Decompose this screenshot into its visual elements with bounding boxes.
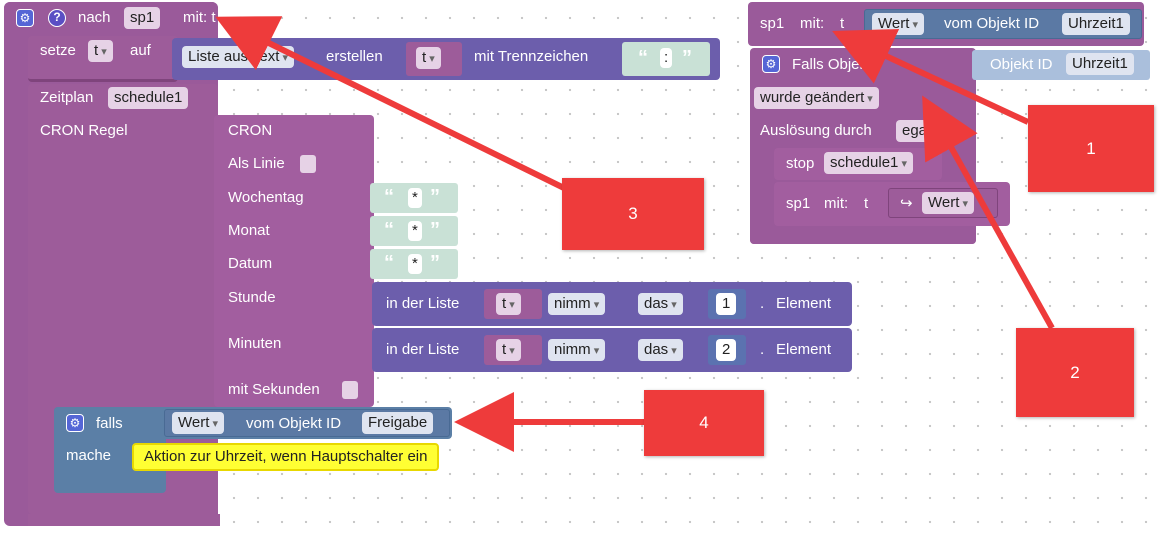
trigger-object-id-field[interactable]: Uhrzeit1 [1066, 53, 1134, 75]
set-label: setze [40, 42, 76, 59]
callout-3: 3 [562, 178, 704, 250]
list-var-dropdown[interactable]: t [416, 47, 441, 69]
trigger-value-dropdown[interactable]: Wert [922, 192, 974, 214]
as-line-checkbox[interactable] [300, 155, 316, 173]
function-params-label: mit: t [183, 9, 216, 26]
cron-rule-label: CRON Regel [40, 122, 128, 139]
seconds-label: mit Sekunden [228, 381, 320, 398]
dot-label: . [760, 341, 765, 358]
object-id-label: Objekt ID [990, 56, 1053, 73]
function-header[interactable] [4, 2, 218, 36]
gear-icon[interactable]: ⚙ [16, 9, 34, 27]
schedule-label: Zeitplan [40, 89, 94, 106]
function-prefix-label: nach [78, 9, 111, 26]
index-field[interactable]: 2 [716, 339, 737, 361]
minutes-label: Minuten [228, 335, 282, 352]
object-id-field[interactable]: Freigabe [362, 412, 434, 434]
of-object-label: vom Objekt ID [944, 15, 1040, 32]
hour-label: Stunde [228, 289, 276, 306]
quote-open-icon: “ [384, 252, 394, 274]
the-dropdown[interactable]: das [638, 339, 683, 361]
comment-block[interactable]: Aktion zur Uhrzeit, wenn Hauptschalter e… [132, 443, 440, 471]
changed-dropdown[interactable]: wurde geändert [754, 87, 879, 109]
gear-icon[interactable]: ⚙ [762, 55, 780, 73]
the-dropdown[interactable]: das [638, 293, 683, 315]
of-object-label: vom Objekt ID [246, 415, 342, 432]
date-label: Datum [228, 255, 273, 272]
list-get-minute-var-dropdown[interactable]: t [496, 339, 521, 361]
quote-open-icon: “ [384, 186, 394, 208]
value-dropdown[interactable]: Wert [872, 13, 924, 35]
function-name-field[interactable]: sp1 [124, 7, 161, 29]
separator-label: mit Trennzeichen [474, 48, 589, 65]
element-label: Element [776, 341, 832, 358]
take-dropdown[interactable]: nimm [548, 293, 606, 315]
create-label: erstellen [326, 48, 383, 65]
as-line-label: Als Linie [228, 155, 285, 172]
set-to-label: auf [130, 42, 151, 59]
trigger-by-dropdown[interactable]: egal [896, 120, 945, 142]
list-from-text-dropdown[interactable]: Liste aus Text [182, 46, 295, 68]
trigger-footer [750, 232, 976, 244]
quote-open-icon: “ [384, 219, 394, 241]
set-variable-dropdown[interactable]: t [88, 40, 113, 62]
stop-target-dropdown[interactable]: schedule1 [824, 152, 913, 174]
call-param-label: t [840, 15, 845, 32]
weekday-label: Wochentag [228, 189, 304, 206]
in-list-label: in der Liste [386, 295, 460, 312]
call-params-label: mit: [800, 15, 825, 32]
callout-4: 4 [644, 390, 764, 456]
element-label: Element [776, 295, 832, 312]
if-object-label: Falls Objekt [792, 56, 872, 73]
take-dropdown[interactable]: nimm [548, 339, 606, 361]
date-value-field[interactable]: * [408, 254, 422, 274]
list-get-hour-block[interactable] [372, 282, 852, 326]
call-name-label: sp1 [760, 15, 785, 32]
trigger-call-name-label: sp1 [786, 195, 811, 212]
quote-close-icon: ” [430, 252, 440, 274]
gear-icon[interactable]: ⚙ [66, 414, 84, 432]
object-id-field[interactable]: Uhrzeit1 [1062, 13, 1130, 35]
list-get-hour-var-dropdown[interactable]: t [496, 293, 521, 315]
weekday-value-field[interactable]: * [408, 188, 422, 208]
quote-close-icon: ” [430, 219, 440, 241]
do-label: mache [66, 447, 112, 464]
if-label: falls [96, 415, 123, 432]
help-icon[interactable]: ? [48, 9, 66, 27]
index-field[interactable]: 1 [716, 293, 737, 315]
arrow-return-icon: ↪ [900, 195, 913, 212]
stop-label: stop [786, 155, 815, 172]
callout-2: 2 [1016, 328, 1134, 417]
trigger-call-param-label: t [864, 195, 869, 212]
list-get-minute-block[interactable] [372, 328, 852, 372]
quote-open-icon: “ [638, 47, 648, 69]
cron-label: CRON [228, 122, 273, 139]
quote-close-icon: ” [430, 186, 440, 208]
value-dropdown[interactable]: Wert [172, 412, 224, 434]
trigger-call-params-label: mit: [824, 195, 849, 212]
seconds-checkbox[interactable] [342, 381, 358, 399]
dot-label: . [760, 295, 765, 312]
month-label: Monat [228, 222, 270, 239]
month-value-field[interactable]: * [408, 221, 422, 241]
callout-1: 1 [1028, 105, 1154, 192]
quote-close-icon: ” [682, 47, 692, 69]
separator-value-field[interactable]: : [660, 48, 673, 68]
function-footer [28, 514, 220, 526]
schedule-name-field[interactable]: schedule1 [108, 87, 189, 109]
trigger-by-label: Auslösung durch [760, 122, 872, 139]
in-list-label: in der Liste [386, 341, 460, 358]
